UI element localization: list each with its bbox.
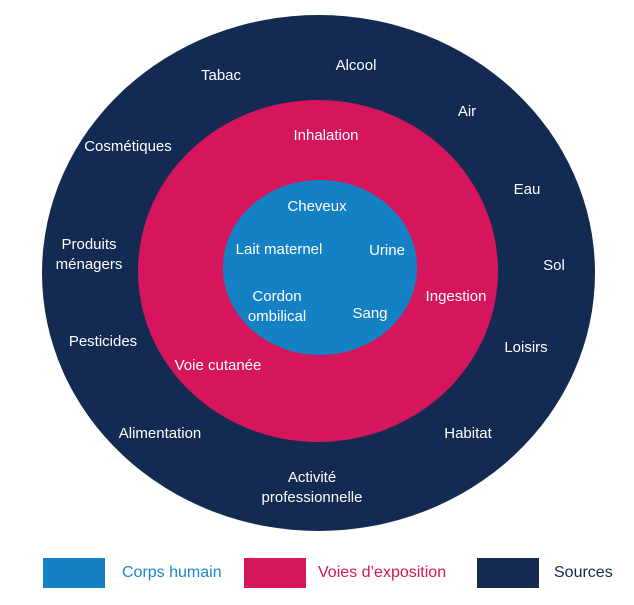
label-pesticides: Pesticides — [68, 333, 138, 350]
label-inhalation: Inhalation — [293, 127, 359, 144]
legend-swatch-voies-exposition — [244, 558, 306, 588]
label-cheveux: Cheveux — [287, 198, 347, 215]
legend-label-voies-exposition: Voies d’exposition — [318, 564, 447, 581]
legend-label-corps-humain: Corps humain — [122, 564, 222, 581]
label-activite-professionnelle: Activité professionnelle — [261, 469, 363, 506]
label-produits-menagers: Produits ménagers — [55, 236, 123, 273]
label-tabac: Tabac — [200, 67, 242, 84]
label-cordon-ombilical: Cordon ombilical — [247, 288, 307, 325]
label-loisirs: Loisirs — [504, 339, 548, 356]
label-lait-maternel: Lait maternel — [235, 241, 323, 258]
legend-swatch-corps-humain — [43, 558, 105, 588]
legend-swatch-sources — [477, 558, 539, 588]
label-sol: Sol — [543, 257, 565, 274]
label-cosmetiques: Cosmétiques — [84, 138, 172, 155]
label-voie-cutanee: Voie cutanée — [174, 357, 262, 374]
ring-body — [223, 180, 417, 355]
label-ingestion: Ingestion — [425, 288, 487, 305]
label-habitat: Habitat — [444, 425, 492, 442]
label-alcool: Alcool — [335, 57, 377, 74]
label-air: Air — [457, 103, 477, 120]
label-urine: Urine — [369, 242, 405, 259]
label-alimentation: Alimentation — [118, 425, 202, 442]
legend-label-sources: Sources — [554, 564, 613, 581]
label-eau: Eau — [513, 181, 541, 198]
label-sang: Sang — [352, 305, 388, 322]
